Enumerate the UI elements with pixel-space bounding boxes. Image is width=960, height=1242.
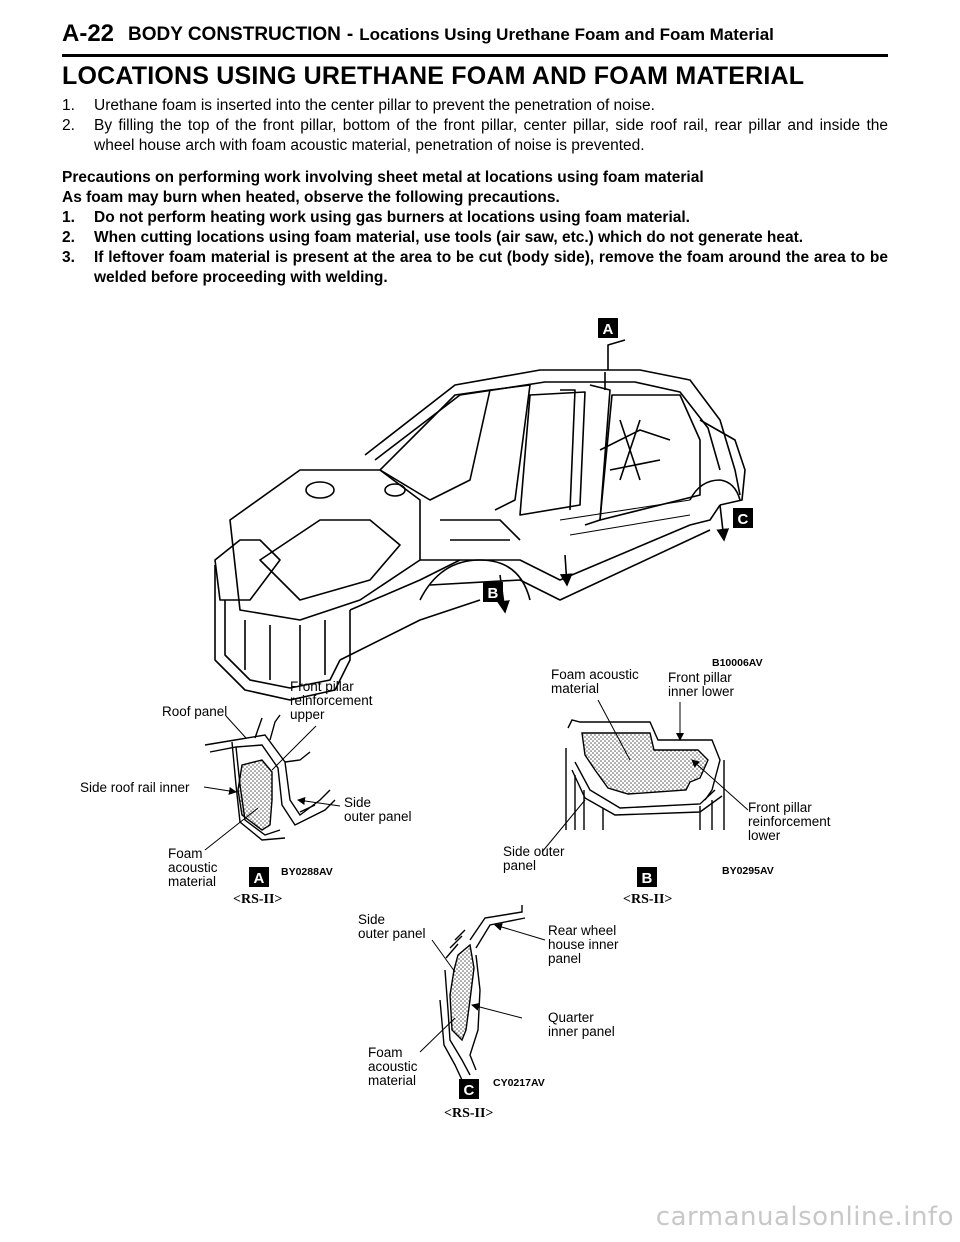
precaution-item-text: Do not perform heating work using gas bu…: [94, 209, 690, 226]
page-header: A-22 BODY CONSTRUCTION-Locations Using U…: [62, 14, 888, 57]
precautions: Precautions on performing work involving…: [62, 168, 888, 288]
car-body-illustration: [214, 339, 746, 701]
caption-b: <RS-II>: [623, 892, 672, 907]
intro-item: 1. Urethane foam is inserted into the ce…: [62, 96, 888, 116]
marker-b-main: B: [483, 582, 503, 602]
precaution-item-text: If leftover foam material is present at …: [94, 249, 888, 286]
svg-text:A: A: [603, 321, 614, 338]
svg-text:C: C: [464, 1082, 475, 1099]
marker-c-detail: C: [459, 1079, 479, 1099]
svg-text:A: A: [254, 870, 265, 887]
label-side-roof-rail-inner: Side roof rail inner: [80, 780, 190, 795]
figure-code-main: B10006AV: [712, 657, 763, 669]
label-quarter-inner-panel: Quarter inner panel: [548, 1010, 615, 1039]
label-foam-acoustic-material-b: Foam acoustic material: [551, 667, 643, 696]
detail-a-illustration: [203, 714, 341, 851]
header-separator: -: [346, 24, 354, 45]
precautions-subheading: As foam may burn when heated, observe th…: [62, 189, 560, 206]
header-title: BODY CONSTRUCTION-Locations Using Uretha…: [128, 24, 774, 46]
intro-item: 2. By filling the top of the front pilla…: [62, 116, 888, 156]
page-title: LOCATIONS USING URETHANE FOAM AND FOAM M…: [62, 62, 805, 90]
marker-c-main: C: [733, 508, 753, 528]
label-foam-acoustic-material-a: Foam acoustic material: [168, 846, 221, 889]
label-foam-acoustic-material-c: Foam acoustic material: [368, 1045, 421, 1088]
label-front-pillar-reinforcement-upper: Front pillar reinforcement upper: [290, 679, 376, 722]
svg-text:B: B: [488, 585, 499, 602]
precaution-item-number: 1.: [62, 209, 75, 226]
marker-a-detail: A: [249, 867, 269, 887]
watermark: carmanualsonline.info: [655, 1202, 954, 1232]
label-side-outer-panel-a: Side outer panel: [344, 795, 412, 824]
detail-c-illustration: [419, 905, 546, 1081]
detail-b-illustration: [541, 699, 749, 853]
intro-item-text: Urethane foam is inserted into the cente…: [94, 97, 655, 114]
header-section: BODY CONSTRUCTION: [128, 24, 341, 45]
header-subsection: Locations Using Urethane Foam and Foam M…: [359, 25, 774, 44]
precaution-item-text: When cutting locations using foam materi…: [94, 229, 804, 246]
precaution-item: 3. If leftover foam material is present …: [62, 248, 888, 288]
label-rear-wheel-house-inner-panel: Rear wheel house inner panel: [548, 923, 622, 966]
figure-code-a: BY0288AV: [281, 866, 333, 878]
precaution-item: 2. When cutting locations using foam mat…: [62, 228, 888, 248]
intro-item-number: 1.: [62, 97, 75, 114]
svg-text:C: C: [738, 511, 749, 528]
figure-code-c: CY0217AV: [493, 1077, 545, 1089]
caption-a: <RS-II>: [233, 892, 282, 907]
intro-item-text: By filling the top of the front pillar, …: [94, 117, 888, 154]
svg-text:B: B: [642, 870, 653, 887]
precaution-item-number: 2.: [62, 229, 75, 246]
label-roof-panel: Roof panel: [162, 704, 227, 719]
precaution-item: 1. Do not perform heating work using gas…: [62, 208, 888, 228]
label-front-pillar-reinforcement-lower: Front pillar reinforcement lower: [748, 800, 834, 843]
marker-a-main: A: [598, 318, 618, 338]
intro-item-number: 2.: [62, 117, 75, 134]
precautions-heading: Precautions on performing work involving…: [62, 169, 704, 186]
page-number: A-22: [62, 20, 115, 47]
marker-b-detail: B: [637, 867, 657, 887]
figure-code-b: BY0295AV: [722, 865, 774, 877]
label-side-outer-panel-b: Side outer panel: [503, 844, 568, 873]
label-side-outer-panel-c: Side outer panel: [358, 912, 426, 941]
caption-c: <RS-II>: [444, 1106, 493, 1121]
label-front-pillar-inner-lower: Front pillar inner lower: [668, 670, 736, 699]
precaution-item-number: 3.: [62, 249, 75, 266]
intro-list: 1. Urethane foam is inserted into the ce…: [62, 96, 888, 156]
